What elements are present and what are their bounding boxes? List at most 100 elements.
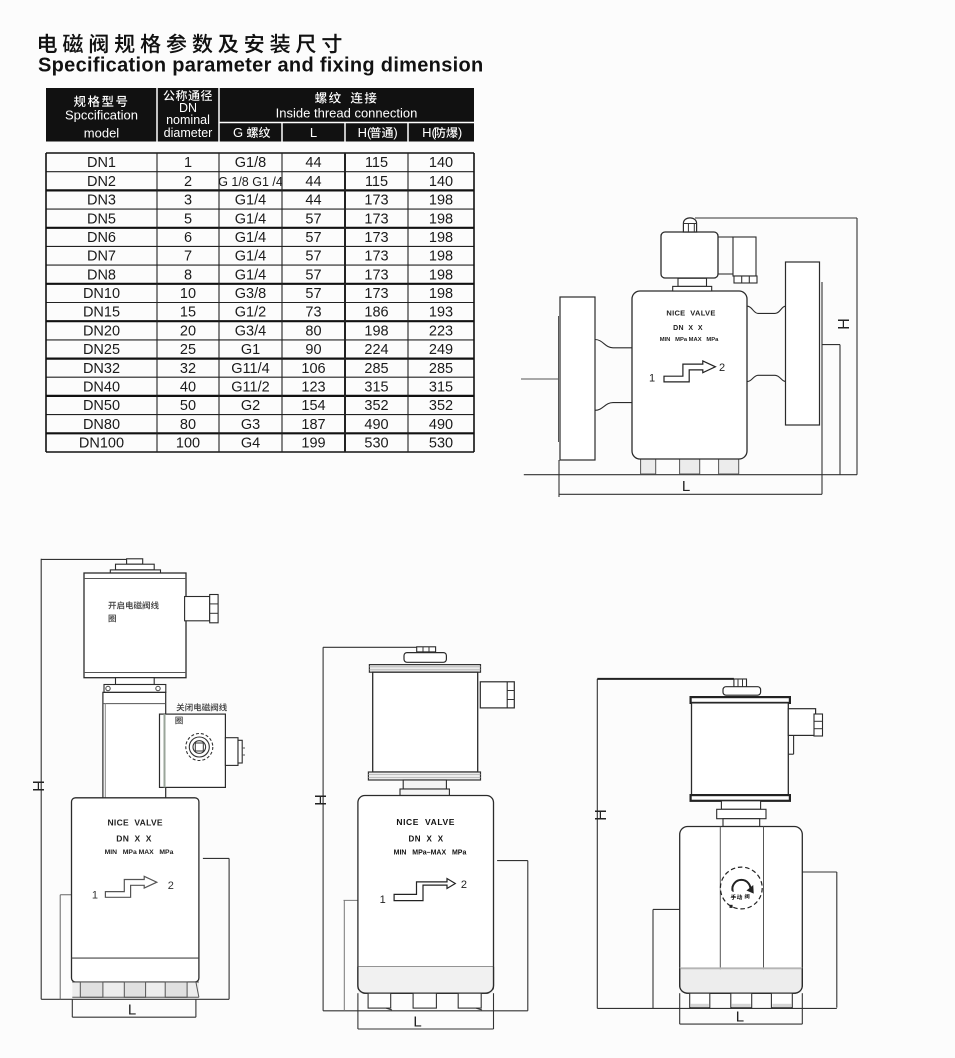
svg-text:DN80: DN80 — [83, 417, 120, 433]
svg-text:44: 44 — [305, 155, 321, 171]
svg-text:L: L — [310, 125, 317, 140]
svg-text:25: 25 — [180, 342, 196, 358]
svg-text:57: 57 — [305, 211, 321, 227]
svg-text:1: 1 — [649, 373, 655, 385]
svg-text:Specification parameter and fi: Specification parameter and fixing dimen… — [38, 55, 484, 77]
svg-text:Inside thread connection: Inside thread connection — [276, 106, 418, 121]
svg-text:NICE VALVE: NICE VALVE — [396, 817, 455, 827]
svg-text:2: 2 — [461, 879, 467, 891]
svg-text:DN3: DN3 — [87, 193, 116, 209]
svg-text:NICE VALVE: NICE VALVE — [107, 818, 162, 828]
svg-text:DN X X: DN X X — [673, 325, 703, 332]
svg-text:173: 173 — [364, 211, 388, 227]
svg-text:123: 123 — [301, 379, 325, 395]
svg-text:187: 187 — [301, 417, 325, 433]
svg-text:7: 7 — [184, 249, 192, 265]
svg-text:L: L — [128, 1002, 136, 1019]
svg-text:G1/8: G1/8 — [235, 155, 266, 171]
svg-text:DN15: DN15 — [83, 305, 120, 321]
svg-text:H: H — [313, 794, 330, 806]
svg-text:DN100: DN100 — [79, 436, 124, 452]
svg-text:G1/4: G1/4 — [235, 230, 266, 246]
svg-text:H: H — [836, 318, 853, 330]
svg-text:MIN MPa MAX MPa: MIN MPa MAX MPa — [105, 849, 174, 856]
svg-text:198: 198 — [429, 211, 453, 227]
svg-text:G3: G3 — [241, 417, 260, 433]
svg-text:H: H — [31, 780, 48, 792]
svg-text:DN: DN — [179, 101, 197, 115]
svg-text:DN20: DN20 — [83, 323, 120, 339]
svg-text:Spccification: Spccification — [65, 108, 138, 123]
svg-text:73: 73 — [305, 305, 321, 321]
svg-text:40: 40 — [180, 379, 196, 395]
svg-text:2: 2 — [719, 362, 725, 374]
svg-text:MIN MPa MAX MPa: MIN MPa MAX MPa — [660, 337, 719, 343]
svg-text:G1: G1 — [241, 342, 260, 358]
svg-text:352: 352 — [364, 398, 388, 414]
svg-text:H: H — [593, 809, 610, 821]
svg-text:G 1/8 G1 /4: G 1/8 G1 /4 — [218, 175, 283, 189]
svg-text:NICE VALVE: NICE VALVE — [666, 309, 715, 318]
svg-text:173: 173 — [364, 267, 388, 283]
svg-text:G2: G2 — [241, 398, 260, 414]
svg-text:57: 57 — [305, 249, 321, 265]
svg-text:10: 10 — [180, 286, 196, 302]
svg-text:G11/2: G11/2 — [231, 379, 269, 395]
svg-text:1: 1 — [184, 155, 192, 171]
svg-text:199: 199 — [301, 436, 325, 452]
svg-text:8: 8 — [184, 267, 192, 283]
svg-text:MIN MPa–MAX MPa: MIN MPa–MAX MPa — [394, 850, 467, 857]
svg-text:2: 2 — [184, 174, 192, 190]
svg-text:198: 198 — [364, 323, 388, 339]
svg-text:1: 1 — [92, 890, 98, 902]
svg-text:490: 490 — [364, 417, 388, 433]
svg-text:G1/4: G1/4 — [235, 211, 266, 227]
svg-text:L: L — [736, 1009, 744, 1026]
svg-text:115: 115 — [365, 174, 388, 190]
svg-text:G3/4: G3/4 — [235, 323, 266, 339]
svg-text:nominal: nominal — [166, 113, 210, 127]
svg-text:530: 530 — [364, 436, 388, 452]
svg-text:DN2: DN2 — [87, 174, 116, 190]
svg-text:80: 80 — [180, 417, 196, 433]
svg-text:DN25: DN25 — [83, 342, 120, 358]
svg-text:224: 224 — [364, 342, 388, 358]
svg-text:193: 193 — [429, 305, 453, 321]
svg-text:15: 15 — [180, 305, 196, 321]
svg-text:106: 106 — [301, 361, 325, 377]
svg-text:352: 352 — [429, 398, 453, 414]
svg-text:186: 186 — [364, 305, 388, 321]
svg-text:model: model — [84, 126, 120, 141]
svg-text:DN6: DN6 — [87, 230, 116, 246]
svg-text:6: 6 — [184, 230, 192, 246]
svg-text:315: 315 — [429, 379, 453, 395]
svg-text:G1/4: G1/4 — [235, 249, 266, 265]
svg-text:173: 173 — [364, 193, 388, 209]
svg-text:H(: H( — [422, 125, 436, 140]
svg-text:44: 44 — [305, 174, 321, 190]
svg-text:G3/8: G3/8 — [235, 286, 266, 302]
svg-text:80: 80 — [305, 323, 321, 339]
svg-text:50: 50 — [180, 398, 196, 414]
svg-text:G1/4: G1/4 — [235, 267, 266, 283]
svg-text:115: 115 — [365, 155, 388, 171]
svg-text:DN50: DN50 — [83, 398, 120, 414]
svg-text:154: 154 — [301, 398, 325, 414]
svg-text:20: 20 — [180, 323, 196, 339]
svg-text:DN40: DN40 — [83, 379, 120, 395]
svg-text:315: 315 — [364, 379, 388, 395]
svg-text:198: 198 — [429, 230, 453, 246]
svg-text:G: G — [233, 125, 243, 140]
svg-text:100: 100 — [176, 436, 200, 452]
svg-text:285: 285 — [429, 361, 453, 377]
svg-text:5: 5 — [184, 211, 192, 227]
svg-text:): ) — [393, 125, 397, 140]
svg-text:57: 57 — [305, 267, 321, 283]
svg-text:198: 198 — [429, 193, 453, 209]
svg-text:DN8: DN8 — [87, 267, 116, 283]
svg-text:DN X X: DN X X — [116, 834, 151, 844]
svg-text:44: 44 — [305, 193, 321, 209]
svg-text:diameter: diameter — [164, 126, 213, 140]
svg-text:DN32: DN32 — [83, 361, 120, 377]
svg-text:1: 1 — [380, 894, 386, 906]
